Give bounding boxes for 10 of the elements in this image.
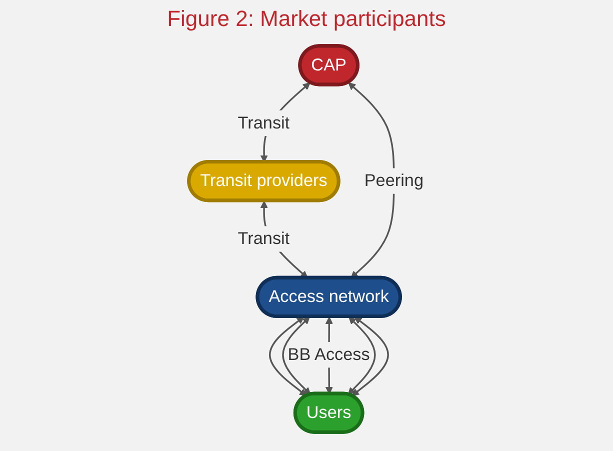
edge-label: BB Access [288, 344, 370, 364]
arrow [352, 316, 390, 396]
edge-label: Transit [238, 113, 290, 132]
figure-title: Figure 2: Market participants [166, 6, 447, 33]
edge-label: Peering [364, 171, 424, 190]
arrow [282, 316, 312, 394]
edge-label: Transit [238, 229, 290, 248]
arrow [348, 82, 396, 278]
arrow [348, 316, 376, 394]
arrow [269, 316, 308, 396]
